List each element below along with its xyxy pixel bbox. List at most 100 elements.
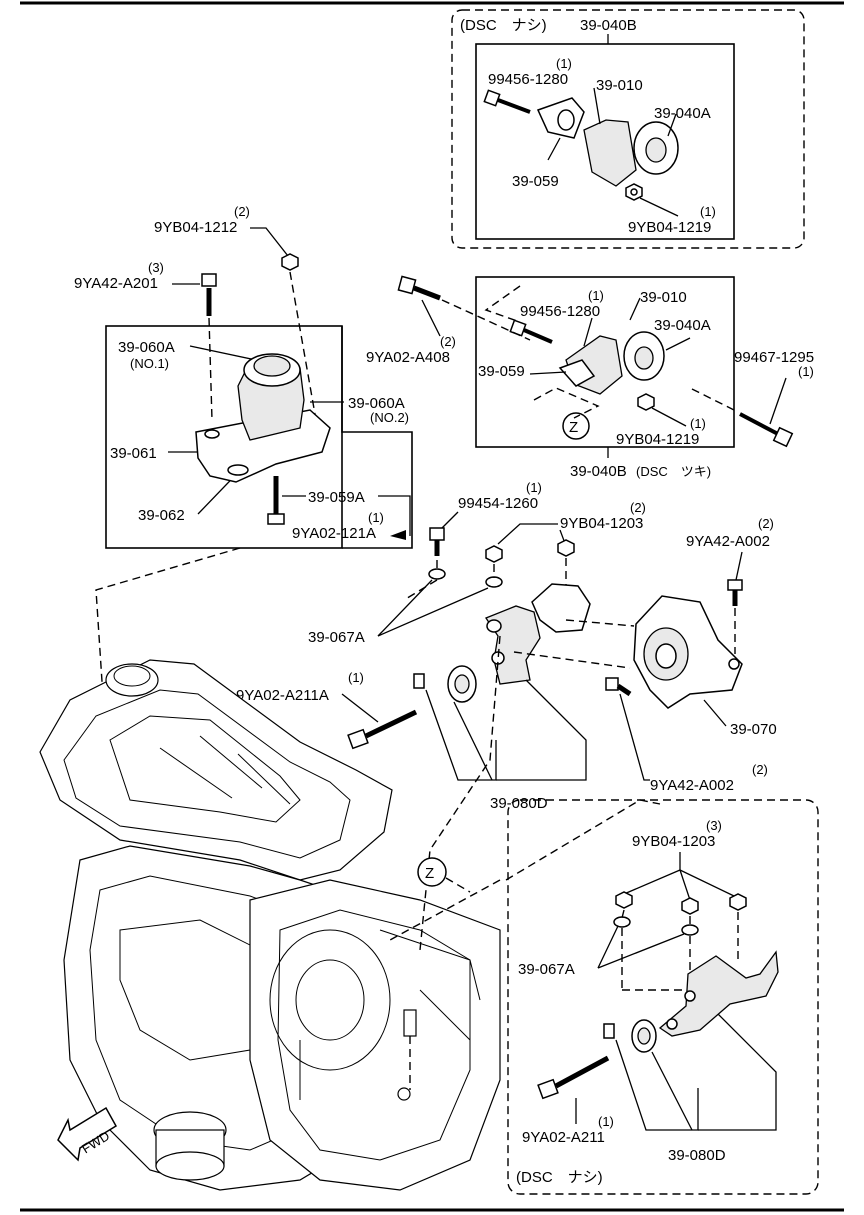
top-spacer-label: 39-059 <box>512 173 559 190</box>
top-nut-label: 9YB04-1219 <box>628 219 711 236</box>
right-bolt-99467: (1) 99467-1295 <box>689 349 814 448</box>
fwd-arrow-icon: FWD <box>57 1106 118 1162</box>
lower-bushing-icon <box>447 665 477 703</box>
left-nut-icon <box>281 253 299 271</box>
lower-bolt1-qty: (1) <box>526 480 542 495</box>
top-nut-qty: (1) <box>700 204 716 219</box>
top-group: (DSC ナシ) 39-040B (1) 99456-1280 39-010 3… <box>451 9 805 249</box>
lower-nut-qty: (2) <box>630 500 646 515</box>
mid-group-frame <box>475 276 735 448</box>
top-bolt-label: 99456-1280 <box>488 71 568 88</box>
long-bolt-label: 9YA02-A408 <box>366 349 450 366</box>
left-nut-qty: (2) <box>234 204 250 219</box>
bottom-nut1-icon <box>615 891 633 909</box>
top-mount-label: 39-040A <box>654 105 711 122</box>
bracket-39-061-label: 39-061 <box>110 445 157 462</box>
bottom-bolt-label: 9YA02-A211 <box>522 1129 605 1146</box>
mount-no2-label: 39-060A <box>348 395 405 412</box>
lower-nut1-icon <box>485 545 503 563</box>
lower-long-bolt-icon <box>347 673 425 750</box>
mid-group: 39-040B (DSC ツキ) (1) 99456-1280 39-010 3… <box>475 276 735 480</box>
top-bolt-icon <box>483 89 531 114</box>
left-mount-body-icon <box>195 353 331 483</box>
bottom-group-dashed-frame <box>507 799 819 1195</box>
top-assembly-label: 39-040B <box>580 17 637 34</box>
lower-bolt1-label: 99454-1260 <box>458 495 538 512</box>
lower-bracket-label: 39-080D <box>490 795 548 812</box>
mid-bracket-label: 39-010 <box>640 289 687 306</box>
bottom-bushing-icon <box>631 1019 657 1053</box>
mid-mount-label: 39-040A <box>654 317 711 334</box>
lower-bolt3-icon <box>605 677 632 697</box>
stud-bolt-label: 9YA02-121A <box>292 525 376 542</box>
right-bolt-qty: (1) <box>798 364 814 379</box>
lower-bolt2-icon <box>727 579 743 606</box>
stopper-39-062-label: 39-062 <box>138 507 185 524</box>
mount-no1-sub: (NO.1) <box>130 356 169 371</box>
bottom-nut3-icon <box>729 893 747 911</box>
mid-spacer-label: 39-059 <box>478 363 525 380</box>
left-group: (2) 9YB04-1212 (3) 9YA42-A201 39-060A (N… <box>74 204 413 549</box>
top-group-frame <box>475 43 735 240</box>
lower-washer1-icon <box>428 568 446 580</box>
bottom-bracket-label: 39-080D <box>668 1147 726 1164</box>
top-bolt-qty: (1) <box>556 56 572 71</box>
long-bolt-a408: (2) 9YA02-A408 <box>366 275 531 366</box>
lower-washer-label: 39-067A <box>308 629 365 646</box>
bottom-bolt-qty: (1) <box>598 1114 614 1129</box>
top-nut-icon <box>625 183 643 201</box>
left-bolt-icon <box>201 273 217 316</box>
stud-39-059a-label: 39-059A <box>308 489 365 506</box>
left-stud-bolt-icon <box>267 476 285 525</box>
right-bolt-label: 99467-1295 <box>734 349 814 366</box>
lower-mount-label: 39-070 <box>730 721 777 738</box>
lower-long-bolt-label: 9YA02-A211A <box>236 687 329 704</box>
mid-nut-icon <box>637 393 655 411</box>
left-bolt-label: 9YA42-A201 <box>74 275 158 292</box>
mid-bolt-icon <box>509 319 553 344</box>
mount-no2-sub: (NO.2) <box>370 410 409 425</box>
mid-nut-qty: (1) <box>690 416 706 431</box>
top-bracket-icon <box>583 119 637 187</box>
mid-bolt-qty: (1) <box>588 288 604 303</box>
lower-nut-label: 9YB04-1203 <box>560 515 643 532</box>
lower-bolt3-label: 9YA42-A002 <box>650 777 734 794</box>
lower-mount-39-070-icon <box>633 595 743 709</box>
lower-bolt1-icon <box>429 527 445 556</box>
left-group-frame <box>105 325 343 549</box>
bottom-bolt-icon <box>537 1023 615 1100</box>
svg-text:Z: Z <box>569 419 578 436</box>
left-bolt-qty: (3) <box>148 260 164 275</box>
top-condition-label: (DSC ナシ) <box>460 17 547 34</box>
bottom-washer-label: 39-067A <box>518 961 575 978</box>
bottom-bracket-icon <box>658 950 779 1037</box>
mount-no1-label: 39-060A <box>118 339 175 356</box>
stud-bolt-qty: (1) <box>368 510 384 525</box>
top-bracket-label: 39-010 <box>596 77 643 94</box>
engine-assembly-illustration: Z FWD <box>39 547 661 1191</box>
bottom-condition-label: (DSC ナシ) <box>516 1169 603 1186</box>
lower-bolt2-qty: (2) <box>758 516 774 531</box>
lower-long-bolt-qty: (1) <box>348 670 364 685</box>
mid-bolt-label: 99456-1280 <box>520 303 600 320</box>
left-nut-label: 9YB04-1212 <box>154 219 237 236</box>
mid-spacer-icon <box>558 359 596 387</box>
lower-bolt3-qty: (2) <box>752 762 768 777</box>
engine-detail-z-marker: Z <box>417 857 471 893</box>
bottom-washer1-icon <box>613 916 631 928</box>
lower-nut2-icon <box>557 539 575 557</box>
bottom-nut-label: 9YB04-1203 <box>632 833 715 850</box>
bottom-group: (3) 9YB04-1203 39-067A <box>507 799 819 1195</box>
svg-text:Z: Z <box>425 865 434 882</box>
bottom-washer2-icon <box>681 924 699 936</box>
lower-bracket-39-080d-icon <box>485 583 591 685</box>
mid-detail-z-marker: Z <box>562 412 590 440</box>
mid-condition-label: (DSC ツキ) <box>636 464 711 479</box>
bottom-nut2-icon <box>681 897 699 915</box>
bottom-nut-qty: (3) <box>706 818 722 833</box>
lower-washer2-icon <box>485 576 503 588</box>
long-bolt-qty: (2) <box>440 334 456 349</box>
top-group-dashed-frame <box>451 9 805 249</box>
mid-nut-label: 9YB04-1219 <box>616 431 699 448</box>
